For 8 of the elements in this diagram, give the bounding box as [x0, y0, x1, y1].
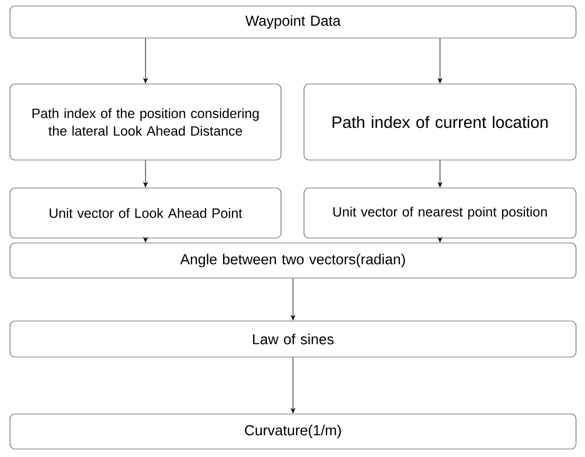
process-box: Path index of the position considering the lateral Look Ahead Distance: [10, 84, 282, 160]
process-box: Path index of current location: [304, 84, 576, 160]
process-box: Unit vector of nearest point position: [304, 188, 576, 238]
process-box: Unit vector of Look Ahead Point: [10, 188, 282, 238]
process-box: Law of sines: [10, 320, 576, 358]
process-box: Waypoint Data: [10, 6, 576, 38]
process-box: Angle between two vectors(radian): [10, 242, 576, 278]
process-box: Curvature(1/m): [10, 414, 576, 450]
